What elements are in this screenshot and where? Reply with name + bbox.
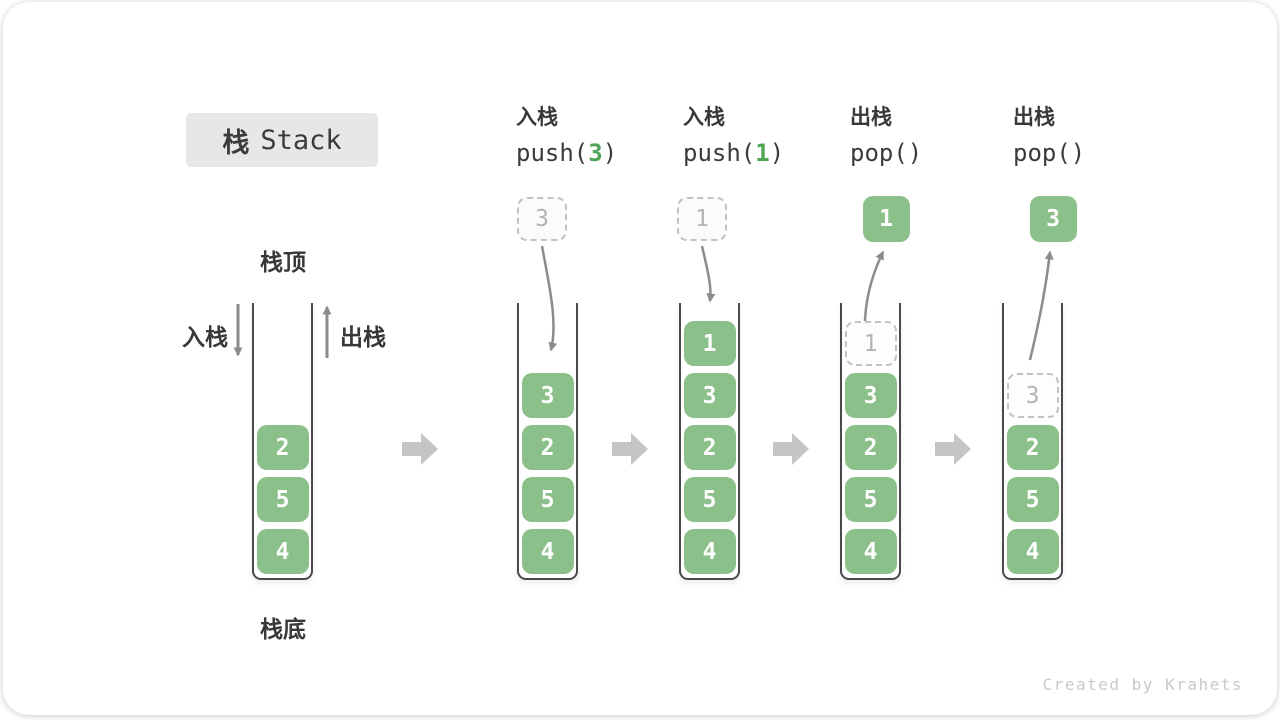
operation-label-cn: 入栈 <box>683 106 725 129</box>
operation-label-cn: 入栈 <box>516 106 558 129</box>
pop-arrow-3 <box>1028 250 1054 361</box>
step-arrows-group <box>402 433 971 465</box>
stack-block: 5 <box>521 477 574 522</box>
stack-container-1 <box>517 303 578 580</box>
stack-block: 2 <box>1006 425 1059 470</box>
title-cjk: 栈 <box>222 127 250 158</box>
stack-top-label: 栈顶 <box>260 249 306 275</box>
operation-label-cn: 出栈 <box>850 106 892 129</box>
stack-container-4 <box>1002 303 1063 580</box>
stack-block: 4 <box>844 529 897 574</box>
incoming-element: 1 <box>677 197 727 241</box>
stack-block: 5 <box>844 477 897 522</box>
stack-block: 4 <box>683 529 736 574</box>
operation-code-pre: push( <box>516 139 589 167</box>
operation-code-pre: pop() <box>1013 139 1086 167</box>
step-arrow <box>935 433 971 465</box>
stack-container-3 <box>840 303 901 580</box>
operation-code-post: ) <box>602 139 618 167</box>
operation-label-cn: 出栈 <box>1013 106 1055 129</box>
stack-block: 3 <box>844 373 897 418</box>
operation-arg: 3 <box>588 139 603 167</box>
stack-block: 2 <box>844 425 897 470</box>
operation-arg: 1 <box>755 139 770 167</box>
stack-block: 3 <box>683 373 736 418</box>
stack-block: 2 <box>683 425 736 470</box>
operation-code: push(1) <box>683 139 784 167</box>
stack-block: 3 <box>521 373 574 418</box>
title-box: 栈 Stack <box>186 113 378 167</box>
stack-container-0 <box>252 303 313 580</box>
operation-code: push(3) <box>516 139 617 167</box>
stack-block-ghost: 3 <box>1006 373 1059 418</box>
popped-element: 3 <box>1029 196 1077 242</box>
stack-block: 4 <box>521 529 574 574</box>
stack-block: 5 <box>1006 477 1059 522</box>
step-arrow <box>402 433 438 465</box>
popped-element: 1 <box>862 196 910 242</box>
stack-block: 5 <box>683 477 736 522</box>
push-arrow-3 <box>540 245 558 352</box>
push-arrow-1 <box>700 245 716 303</box>
watermark: Created by Krahets <box>1042 675 1243 694</box>
step-arrow <box>773 433 809 465</box>
stack-container-2 <box>679 303 740 580</box>
incoming-element: 3 <box>517 197 567 241</box>
push-direction-label: 入栈 <box>182 324 228 350</box>
operation-code: pop() <box>1013 139 1085 167</box>
stack-block: 4 <box>1006 529 1059 574</box>
operation-code-post: ) <box>769 139 785 167</box>
operation-code-pre: pop() <box>850 139 923 167</box>
title-en: Stack <box>260 124 342 156</box>
stack-bottom-label: 栈底 <box>260 616 306 642</box>
stack-block: 2 <box>521 425 574 470</box>
stack-block: 4 <box>256 529 309 574</box>
pop-direction-label: 出栈 <box>340 324 386 350</box>
step-arrow <box>612 433 648 465</box>
operation-code: pop() <box>850 139 922 167</box>
operation-code-pre: push( <box>683 139 756 167</box>
stack-block: 1 <box>683 321 736 366</box>
stack-block: 5 <box>256 477 309 522</box>
stack-block: 2 <box>256 425 309 470</box>
stack-block-ghost: 1 <box>844 321 897 366</box>
